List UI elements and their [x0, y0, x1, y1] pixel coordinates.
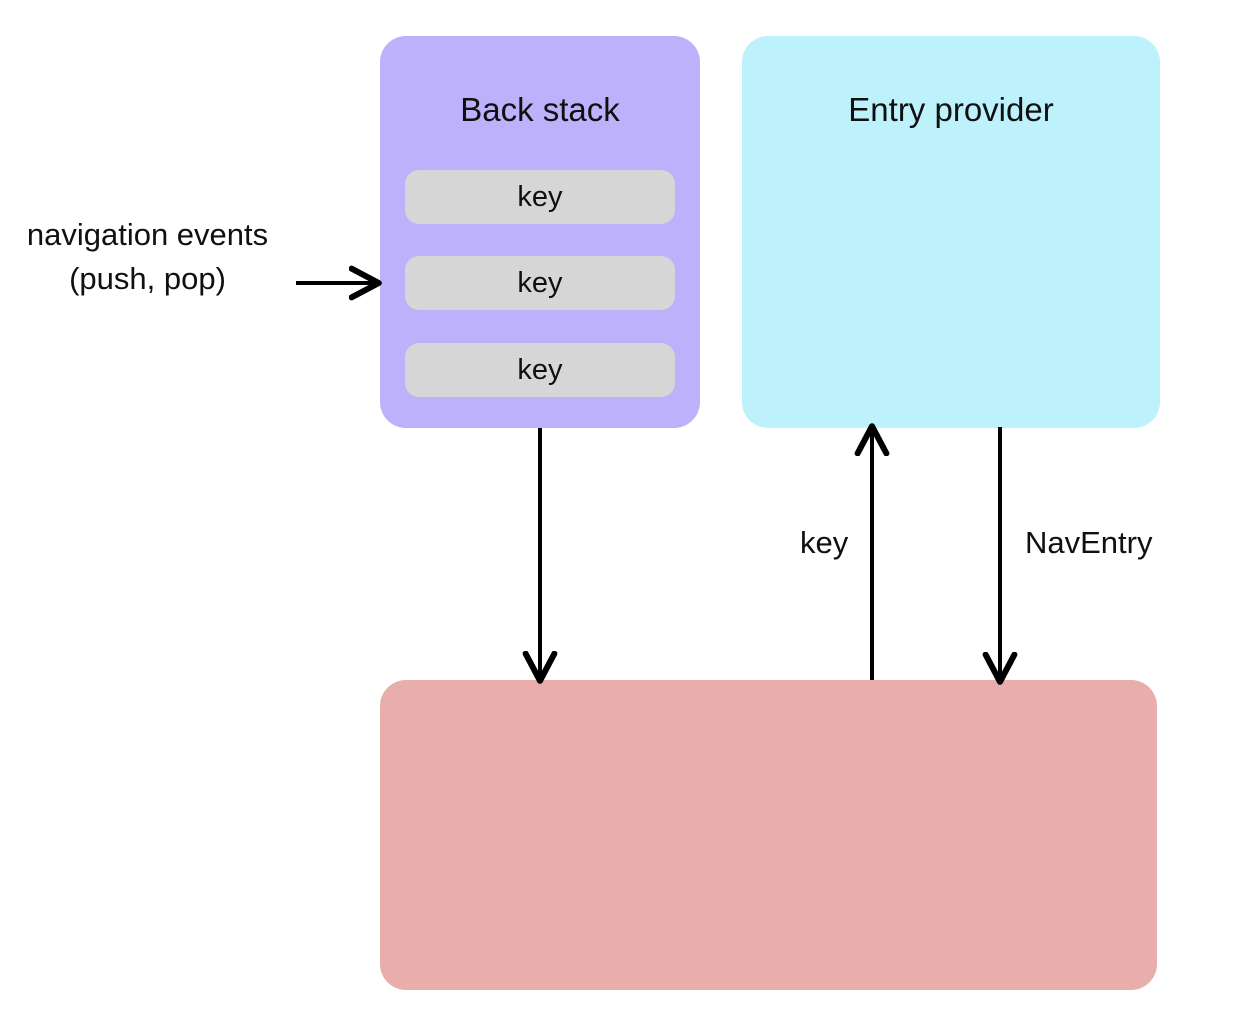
- nav-display-box: NavDisplay (default configuration) NavEn…: [380, 680, 1157, 990]
- back-stack-box: Back stack key key key: [380, 36, 700, 428]
- back-stack-key-item: key: [405, 343, 675, 397]
- key-arrow-label: key: [800, 525, 849, 560]
- navigation-events-line-2: (push, pop): [69, 261, 226, 296]
- back-stack-key-item: key: [405, 170, 675, 224]
- navigation-events-label: navigation events (push, pop): [10, 213, 285, 301]
- back-stack-key-item: key: [405, 256, 675, 310]
- entry-provider-box: Entry provider NavEntry key content: [742, 36, 1160, 428]
- back-stack-title: Back stack: [460, 91, 620, 128]
- entry-provider-title: Entry provider: [848, 91, 1054, 128]
- naventry-arrow-label: NavEntry: [1025, 525, 1153, 560]
- navigation-events-line-1: navigation events: [26, 217, 269, 252]
